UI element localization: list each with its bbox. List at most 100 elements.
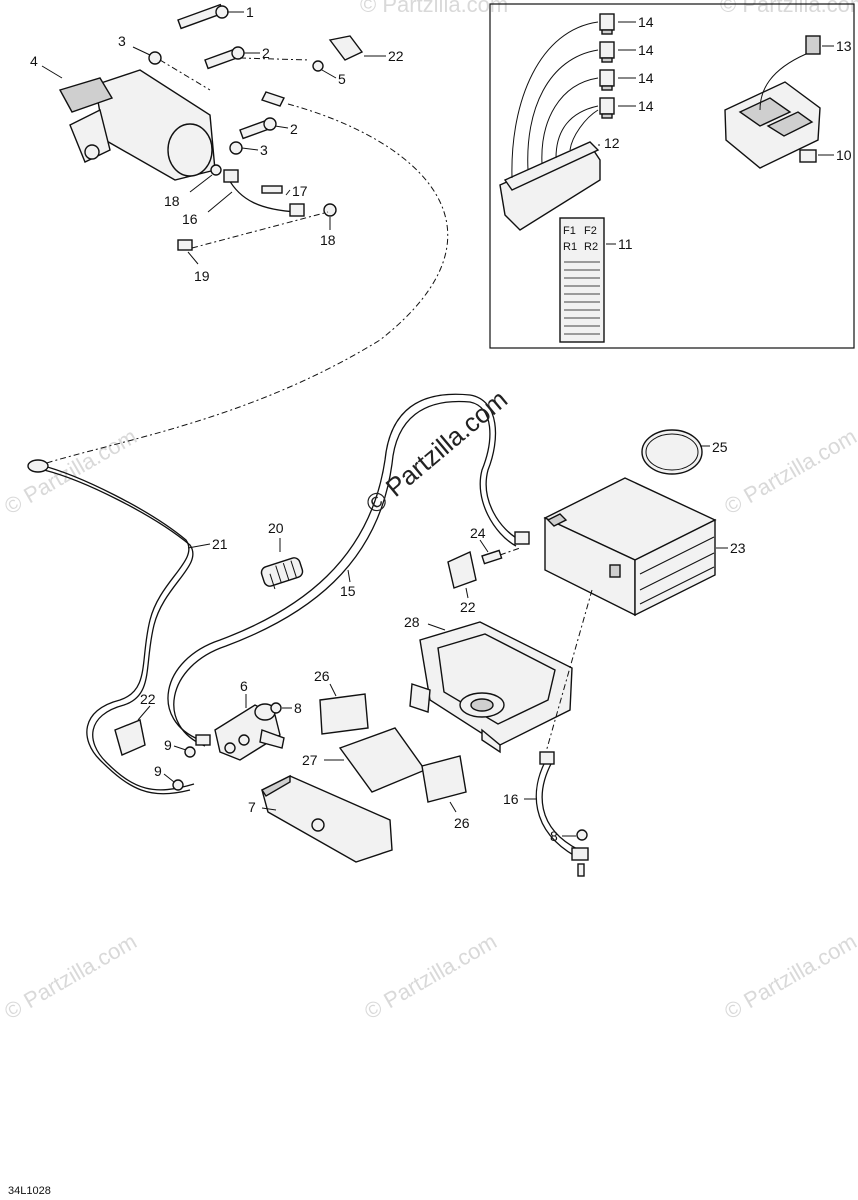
- fuse-box-inset-frame: [489, 3, 855, 349]
- diagram-code: 34L1028: [8, 1185, 51, 1197]
- bolt-17: [261, 185, 283, 194]
- callout-20: 20: [268, 520, 284, 536]
- label-code: R2: [584, 241, 598, 253]
- callout-28: 28: [404, 614, 420, 630]
- assembly-line: [191, 211, 329, 249]
- callout-7: 7: [248, 799, 256, 815]
- callout-8: 8: [550, 828, 558, 844]
- battery-ring-25-inner: [645, 433, 699, 471]
- assembly-line: [545, 589, 593, 753]
- bolt-2-lower: [239, 117, 277, 140]
- watermark-text: © Partzilla.com: [720, 0, 858, 17]
- callout-2: 2: [290, 121, 298, 137]
- wiring-harness-21-outline: [43, 469, 195, 791]
- watermark-text: © Partzilla.com: [720, 424, 858, 520]
- callout-14: 14: [638, 42, 654, 58]
- ground-cable-16-outline: [541, 761, 580, 851]
- starter-end-cap: [167, 123, 213, 177]
- terminal-boot-22: [114, 719, 146, 756]
- fuse-cover-rim: [503, 141, 600, 191]
- callout-22: 22: [388, 48, 404, 64]
- screw-24: [481, 549, 503, 565]
- nut-8: [576, 829, 588, 841]
- callout-5: 5: [338, 71, 346, 87]
- lower-callouts: 25 23 24 22 28 20 21 15 22 6 8 9 9 26 27…: [137, 439, 746, 844]
- watermark-text: © Partzilla.com: [0, 929, 141, 1025]
- fuse-14-a: [599, 13, 615, 35]
- starter-assembly: [58, 3, 364, 251]
- mount-hole: [84, 144, 100, 160]
- bolt-2-upper: [204, 46, 245, 70]
- box-connector: [799, 149, 817, 163]
- stud: [577, 863, 585, 877]
- callout-4: 4: [30, 53, 38, 69]
- callout-8: 8: [294, 700, 302, 716]
- callout-16: 16: [503, 791, 519, 807]
- callout-16: 16: [182, 211, 198, 227]
- relay-slot: [766, 111, 814, 137]
- watermark-text: © Partzilla.com: [720, 929, 858, 1025]
- label-card-lines: [564, 261, 600, 335]
- starter-mount-flange: [69, 108, 111, 163]
- callout-23: 23: [730, 540, 746, 556]
- callout-17: 17: [292, 183, 308, 199]
- callout-24: 24: [470, 525, 486, 541]
- relay-slot: [738, 97, 792, 127]
- washer-18-lower: [323, 203, 337, 217]
- watermark-text: © Partzilla.com: [360, 929, 501, 1025]
- washer-18-upper: [210, 164, 222, 176]
- cable-terminal: [289, 203, 305, 217]
- battery-tray-28: [409, 621, 573, 754]
- callout-15: 15: [340, 583, 356, 599]
- callout-26: 26: [454, 815, 470, 831]
- callout-18: 18: [320, 232, 336, 248]
- callout-3: 3: [260, 142, 268, 158]
- nut-9-lower: [172, 779, 184, 791]
- callout-13: 13: [836, 38, 852, 54]
- watermark-text: © Partzilla.com: [0, 424, 141, 520]
- washer-3-lower: [229, 141, 243, 155]
- harness-routing-line: [39, 103, 449, 466]
- cable-sleeve-20: [260, 557, 304, 590]
- nut-5: [312, 60, 324, 72]
- screw-19: [177, 239, 193, 251]
- assembly-line: [499, 547, 521, 556]
- callout-14: 14: [638, 98, 654, 114]
- battery-cable-15: [167, 393, 521, 741]
- nut-8: [270, 702, 282, 714]
- callout-11: 11: [618, 236, 633, 252]
- cover-7: [260, 774, 393, 863]
- callout-12: 12: [604, 135, 620, 151]
- wiring-harness-21: [39, 464, 191, 795]
- callout-21: 21: [212, 536, 228, 552]
- fuse-box-inset: F1 F2 R1 R2: [499, 13, 821, 343]
- assembly-line: [239, 57, 311, 61]
- starter-cable-16: [227, 177, 299, 213]
- ground-terminal: [261, 91, 285, 107]
- cable-terminal: [539, 751, 555, 765]
- terminal-boot-22: [328, 35, 364, 61]
- callout-10: 10: [836, 147, 852, 163]
- battery-ring-25: [641, 429, 703, 475]
- nut-9-upper: [184, 746, 196, 758]
- watermark-text: © Partzilla.com: [360, 0, 508, 17]
- label-code: R1: [563, 241, 577, 253]
- cable-terminal: [223, 169, 239, 183]
- battery-cable-15-outline: [173, 400, 517, 747]
- fuse-14-d: [599, 97, 615, 119]
- callout-25: 25: [712, 439, 728, 455]
- callout-3: 3: [118, 33, 126, 49]
- callout-14: 14: [638, 14, 654, 30]
- bolt-1: [177, 3, 229, 30]
- label-code: F2: [584, 225, 597, 237]
- harness-ring-terminal: [27, 459, 49, 473]
- callout-2: 2: [262, 45, 270, 61]
- callout-26: 26: [314, 668, 330, 684]
- starter-callouts: 1 2 3 4 5 22 2 3 18 16 17 18 19: [30, 4, 404, 284]
- callout-9: 9: [164, 737, 172, 753]
- cable-terminal: [195, 734, 211, 746]
- fuse-14-b: [599, 41, 615, 63]
- callout-22: 22: [140, 691, 156, 707]
- callout-22: 22: [460, 599, 476, 615]
